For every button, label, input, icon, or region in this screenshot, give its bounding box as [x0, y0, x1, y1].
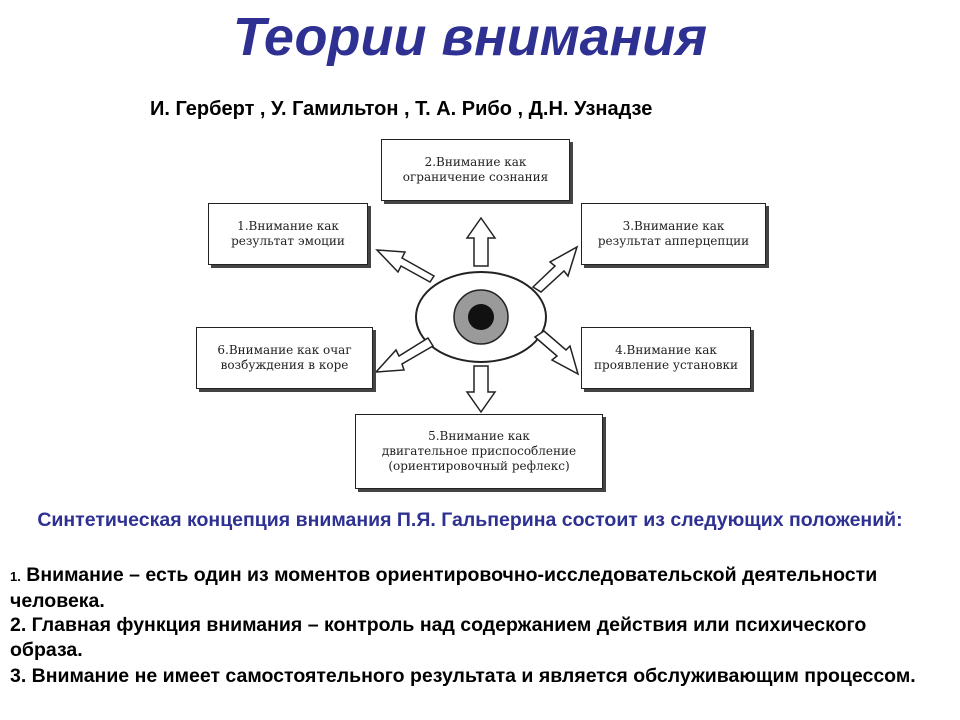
arrow-upper-right-icon [531, 245, 579, 293]
authors-line: И. Герберт , У. Гамильтон , Т. А. Рибо ,… [150, 98, 653, 120]
attention-diagram [374, 216, 580, 414]
galperin-point-2: 2. Главная функция внимания – контроль н… [10, 614, 867, 661]
pupil-icon [468, 304, 494, 330]
arrow-upper-left-icon [375, 249, 436, 283]
arrow-down-icon [465, 365, 497, 414]
page-title: Теории внимания [232, 7, 708, 67]
arrow-lower-right-icon [533, 330, 580, 376]
arrow-lower-left-icon [374, 336, 435, 373]
galperin-point-3: 3. Внимание не имеет самостоятельного ре… [10, 665, 916, 687]
arrow-up-icon [465, 216, 497, 267]
galperin-concept-heading: Синтетическая концепция внимания П.Я. Га… [37, 509, 903, 531]
galperin-point-1: 1. Внимание – есть один из моментов орие… [10, 564, 878, 612]
